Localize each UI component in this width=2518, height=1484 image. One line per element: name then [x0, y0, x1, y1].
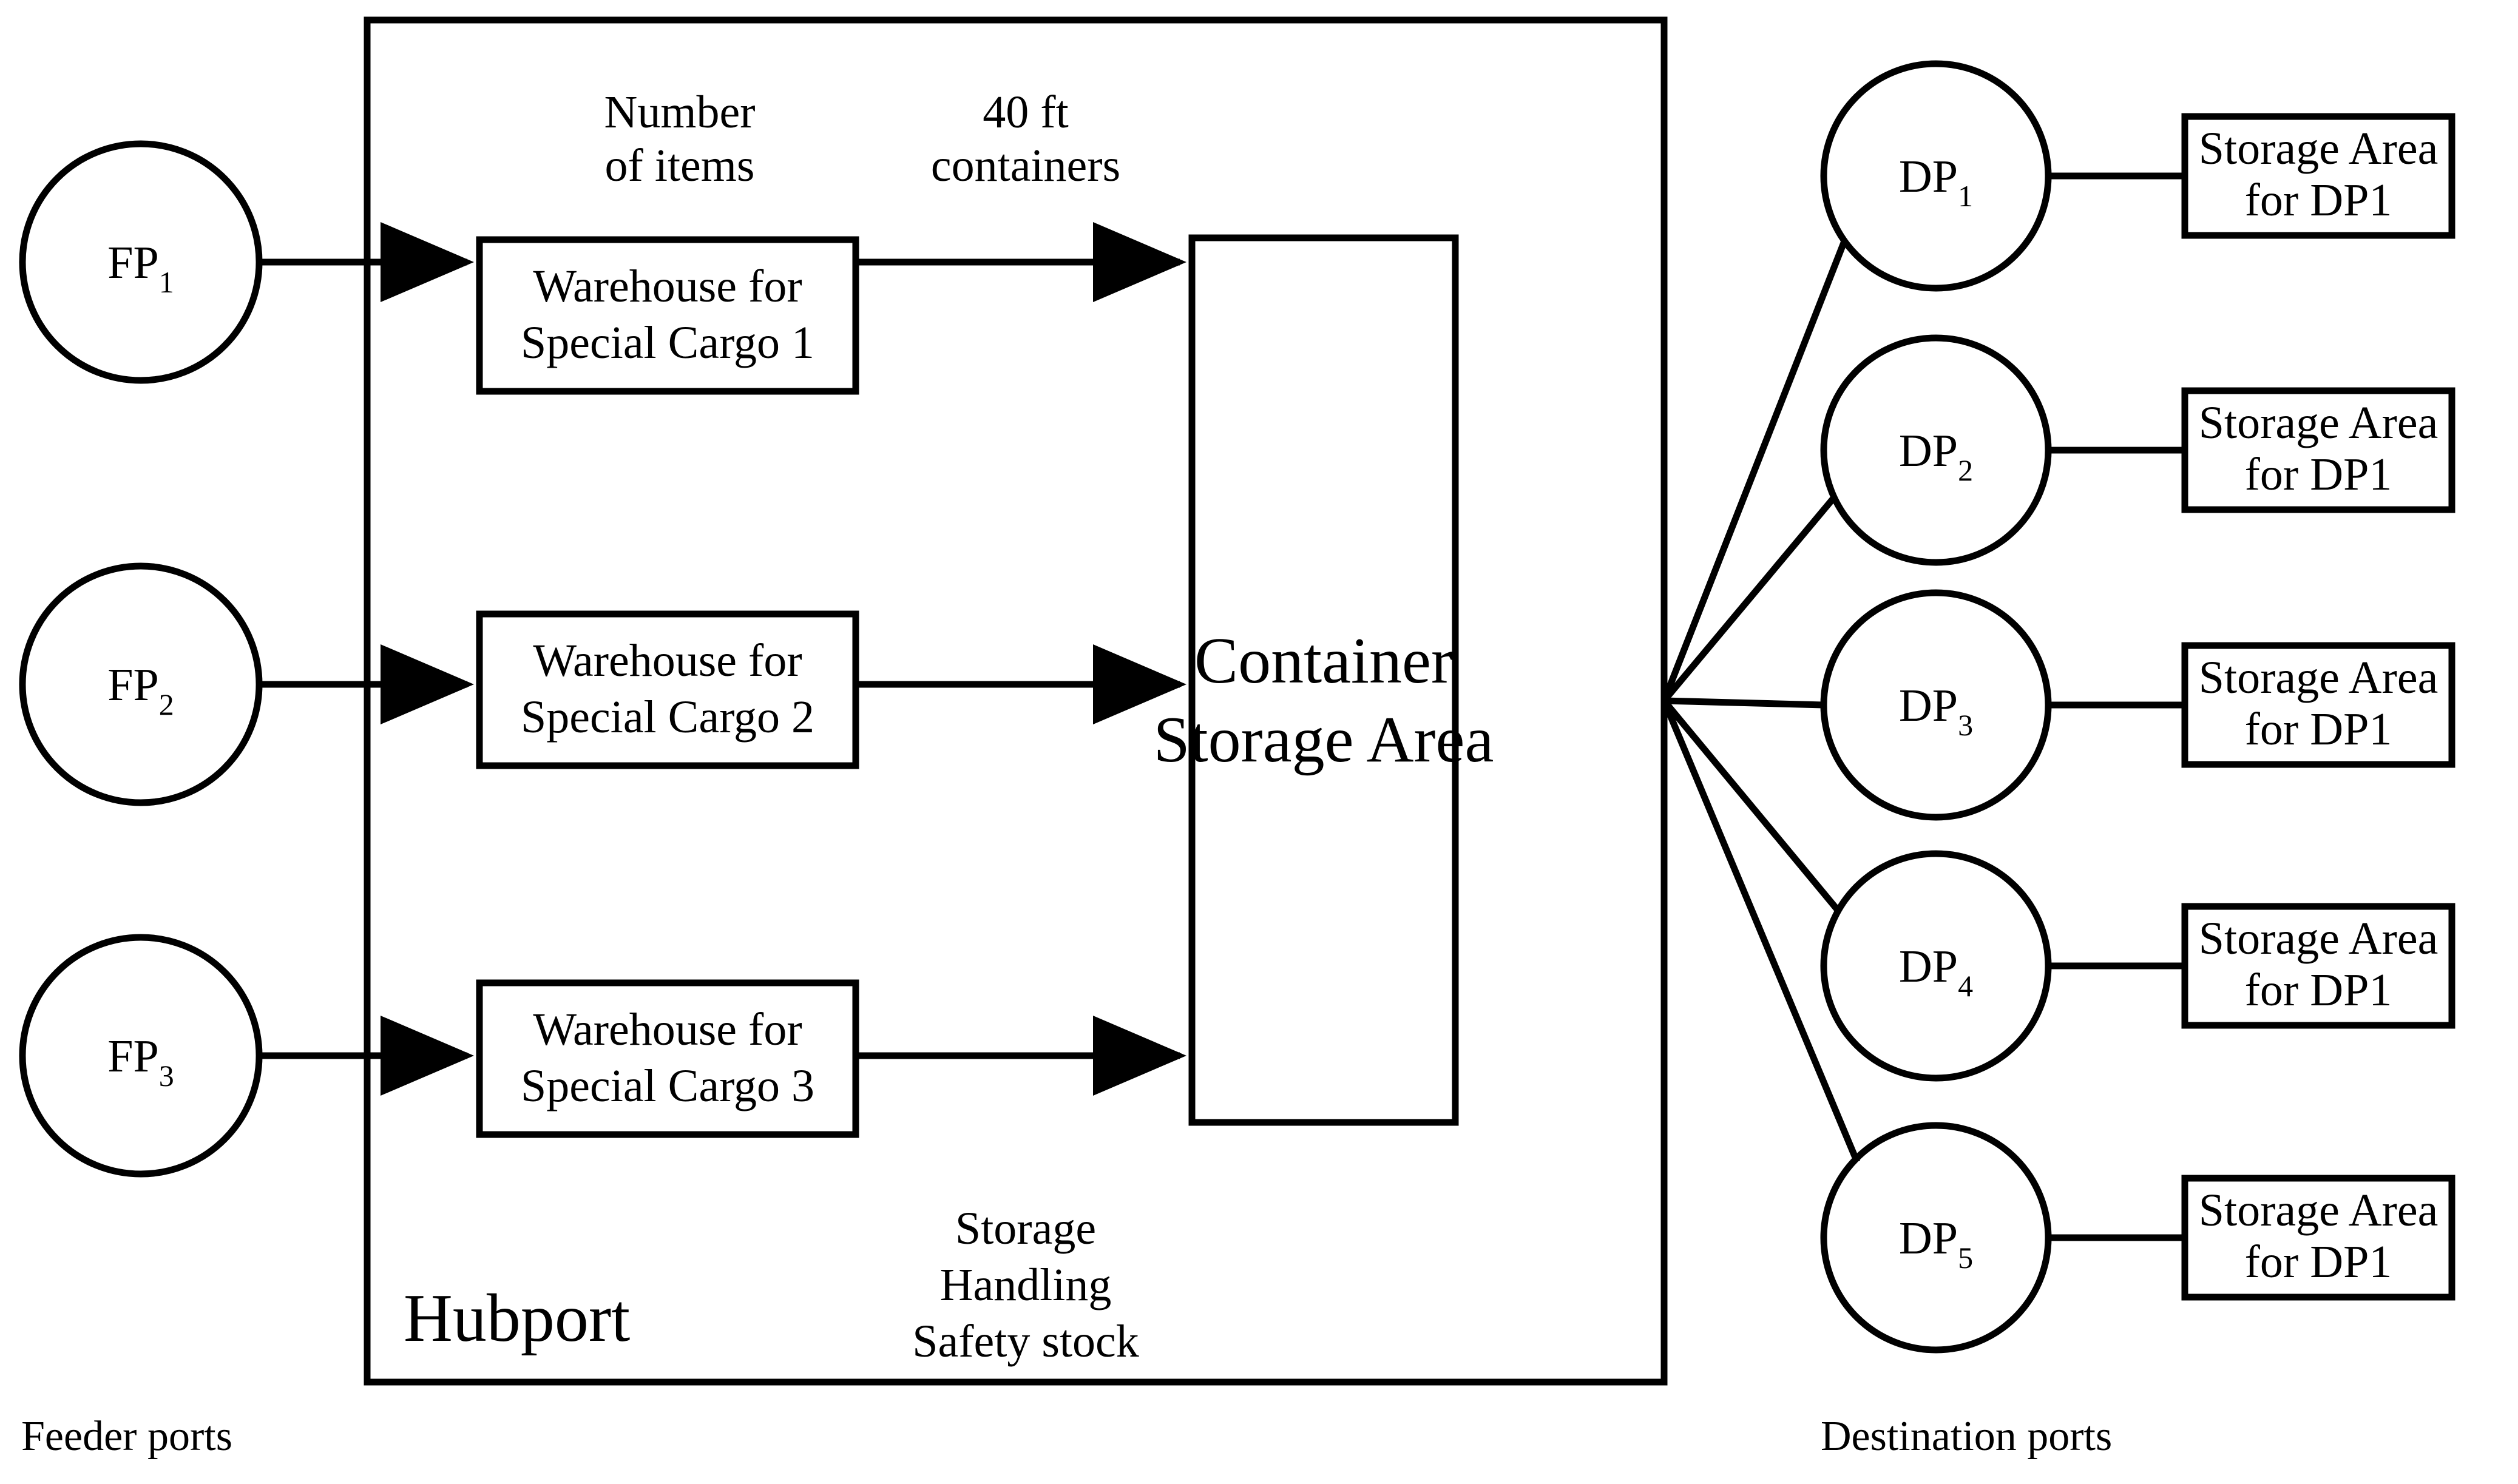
destination-storage-box-5[interactable] — [2181, 1175, 2455, 1301]
destination-storage-label-3-line1: Storage Area — [2199, 652, 2438, 703]
annotation-number-of-items-line1: Number — [604, 87, 755, 138]
destination-storage-box-4[interactable] — [2181, 903, 2455, 1029]
footer-destination-ports-label: Destination ports — [1821, 1413, 2112, 1460]
destination-port-label-5: DP5 — [1899, 1213, 1973, 1275]
feeder-port-label-1: FP1 — [107, 237, 174, 299]
warehouse-label-2-line1: Warehouse for — [533, 635, 802, 686]
edge-hub-dp4 — [1661, 698, 1841, 912]
feeder-port-label-2: FP2 — [107, 659, 174, 721]
annotation-cost-line1: Storage — [955, 1203, 1096, 1254]
destination-storage-label-1-line2: for DP1 — [2245, 175, 2392, 226]
edge-hub-dp2 — [1661, 495, 1837, 703]
destination-storage-box-1[interactable] — [2181, 113, 2455, 239]
destination-storage-label-2-line1: Storage Area — [2199, 397, 2438, 448]
edge-hub-dp1 — [1660, 238, 1849, 703]
container-storage-area-box[interactable] — [1188, 234, 1459, 1126]
destination-storage-box-2[interactable] — [2181, 387, 2455, 513]
edge-hub-dp5 — [1660, 699, 1861, 1164]
destination-storage-label-4-line1: Storage Area — [2199, 913, 2438, 964]
warehouse-label-1-line2: Special Cargo 1 — [521, 317, 814, 368]
hubport-title: Hubport — [404, 1281, 630, 1356]
container-storage-label-line1: Container — [1194, 625, 1453, 697]
annotation-containers-line2: containers — [931, 140, 1120, 191]
destination-storage-label-4-line2: for DP1 — [2245, 965, 2392, 1016]
destination-storage-label-5-line1: Storage Area — [2199, 1185, 2438, 1236]
destination-storage-label-1-line1: Storage Area — [2199, 123, 2438, 174]
destination-port-label-2: DP2 — [1899, 425, 1973, 487]
destination-storage-label-2-line2: for DP1 — [2245, 449, 2392, 500]
destination-port-label-1: DP1 — [1899, 151, 1973, 213]
annotation-cost-line3: Safety stock — [912, 1316, 1139, 1367]
warehouse-label-3-line2: Special Cargo 3 — [521, 1061, 814, 1111]
destination-storage-label-3-line2: for DP1 — [2245, 704, 2392, 755]
destination-storage-label-5-line2: for DP1 — [2245, 1236, 2392, 1287]
annotation-cost-line2: Handling — [940, 1260, 1112, 1310]
warehouse-box-1[interactable] — [476, 236, 859, 395]
warehouse-label-3-line1: Warehouse for — [533, 1004, 802, 1055]
footer-feeder-ports-label: Feeder ports — [21, 1413, 232, 1460]
warehouse-box-2[interactable] — [476, 610, 859, 769]
destination-port-label-4: DP4 — [1899, 941, 1973, 1003]
warehouse-label-1-line1: Warehouse for — [533, 261, 802, 312]
warehouse-label-2-line2: Special Cargo 2 — [521, 692, 814, 743]
destination-storage-box-3[interactable] — [2181, 642, 2455, 768]
annotation-containers-line1: 40 ft — [983, 87, 1068, 138]
edge-hub-dp3 — [1663, 697, 1824, 709]
annotation-number-of-items-line2: of items — [605, 140, 755, 191]
destination-port-label-3: DP3 — [1899, 680, 1973, 742]
container-storage-label-line2: Storage Area — [1154, 704, 1494, 776]
feeder-port-label-3: FP3 — [107, 1031, 174, 1093]
